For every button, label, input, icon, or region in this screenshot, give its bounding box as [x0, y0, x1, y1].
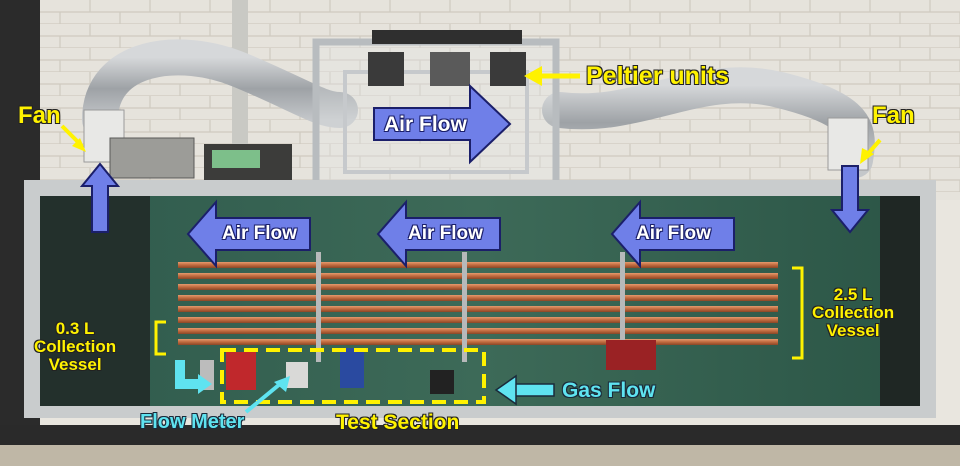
flow-meter-device — [226, 352, 256, 390]
fan-right-pointer — [860, 138, 882, 164]
small-vessel-line2: Collection — [34, 336, 117, 356]
small-vessel-bracket — [154, 320, 166, 356]
air-flow-top-text: Air Flow — [384, 113, 467, 136]
flow-meter-label: Flow Meter — [140, 411, 245, 433]
fan-left-pointer — [60, 124, 86, 152]
large-vessel-line3: Vessel — [826, 320, 880, 340]
air-flow-arrow-left — [186, 199, 311, 269]
wall-pipe — [232, 0, 248, 190]
air-up-arrow — [79, 162, 121, 233]
fan-right-label: Fan — [872, 102, 915, 129]
flow-meter-pointer — [244, 376, 290, 414]
copper-tube-bank — [178, 252, 778, 362]
air-flow-arrow-top — [373, 83, 512, 165]
air-flow-arrow-right — [610, 199, 735, 269]
small-vessel-label: 0.3 L Collection Vessel — [34, 320, 116, 374]
small-vessel-line3: Vessel — [48, 354, 102, 374]
outlet-flow-arrow — [175, 360, 212, 394]
air-down-arrow — [829, 165, 871, 234]
air-flow-right-text: Air Flow — [636, 223, 711, 244]
gas-flow-label: Gas Flow — [562, 379, 656, 402]
controller-box-1 — [109, 137, 195, 179]
large-vessel-bracket — [792, 266, 804, 360]
test-section-label: Test Section — [336, 411, 460, 434]
large-vessel-volume: 2.5 L — [833, 285, 873, 304]
peltier-pointer — [524, 66, 580, 86]
large-vessel-line2: Collection — [812, 302, 895, 322]
small-vessel-volume: 0.3 L — [55, 319, 95, 338]
large-vessel-label: 2.5 L Collection Vessel — [812, 286, 894, 340]
fan-left-label: Fan — [18, 102, 61, 129]
test-section-box — [220, 348, 486, 404]
peltier-label: Peltier units — [586, 62, 730, 90]
air-flow-middle-text: Air Flow — [408, 223, 483, 244]
gas-flow-arrow — [494, 374, 555, 406]
air-flow-arrow-middle — [376, 199, 501, 269]
air-flow-left-text: Air Flow — [222, 223, 297, 244]
